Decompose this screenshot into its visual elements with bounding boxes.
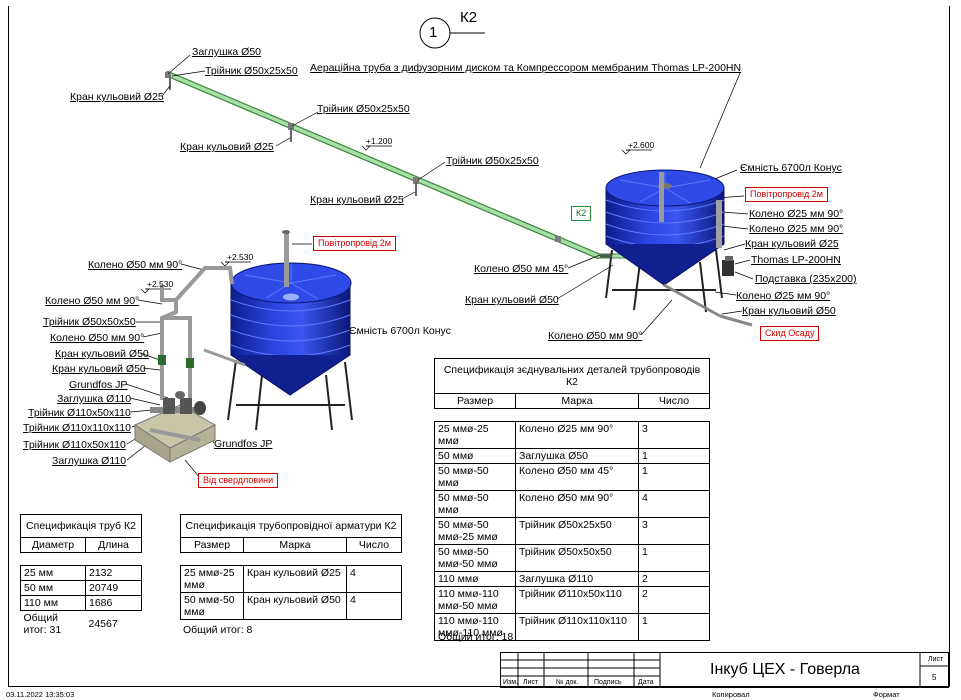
tb-col-izm: Изм.: [503, 679, 518, 686]
footer-timestamp: 03.11.2022 13:35:03: [6, 690, 75, 699]
elevation-left-pipe: +2.530: [147, 279, 174, 289]
label-triynyk-50-1: Трійник Ø50x25x50: [205, 65, 298, 77]
label-triynyk-50-2: Трійник Ø50x25x50: [317, 103, 410, 115]
view-name: К2: [460, 9, 478, 26]
pipe-tag-k2: К2: [571, 206, 592, 221]
label-tank-left: Ємність 6700л Конус: [349, 325, 451, 337]
label-kran-50-mid: Кран кульовий Ø50: [465, 294, 559, 306]
label-triynyk-110-50-2: Трійник Ø110x50x110: [23, 439, 126, 451]
label-koleno-25-2: Колено Ø25 мм 90°: [749, 223, 844, 235]
project-title: Інкуб ЦЕХ - Говерла: [710, 661, 860, 678]
label-grundfos-1: Grundfos JP: [69, 379, 128, 391]
spec-valves-table: Спецификація трубопровідної арматури К2 …: [180, 514, 402, 620]
elevation-pipe: +1.200: [366, 136, 393, 146]
label-kran-25-1: Кран кульовий Ø25: [70, 91, 164, 103]
spec-valves-title: Спецификація трубопровідної арматури К2: [180, 514, 402, 538]
col-header: Число: [638, 393, 710, 409]
tb-col-sign: Подпись: [594, 679, 622, 686]
label-koleno-50-90-left: Колено Ø50 мм 90°: [45, 295, 140, 307]
label-kran-25-2: Кран кульовий Ø25: [180, 141, 274, 153]
label-zaglushka-110-2: Заглушка Ø110: [52, 455, 127, 467]
elevation-tank-left: +2.530: [227, 252, 254, 262]
title-block: Изм. Лист № док. Подпись Дата Інкуб ЦЕХ …: [500, 652, 949, 688]
label-kran-50-l2: Кран кульовий Ø50: [52, 363, 146, 375]
sheet-label: Лист: [928, 656, 944, 663]
note-air-left: Повітропровід 2м: [313, 236, 396, 251]
label-kran-50-l1: Кран кульовий Ø50: [55, 348, 149, 360]
spec-pipes-title: Спецификація труб К2: [20, 514, 142, 538]
label-thomas: Thomas LP-200HN: [751, 254, 841, 266]
label-koleno-50-45: Колено Ø50 мм 45°: [474, 263, 569, 275]
label-triynyk-110-110: Трійник Ø110x110x110: [23, 422, 131, 434]
label-koleno-50-90-top: Колено Ø50 мм 90°: [88, 259, 183, 271]
tb-col-date: Дата: [638, 679, 654, 686]
label-koleno-50-90-left2: Колено Ø50 мм 90°: [50, 332, 145, 344]
sheet-frame: [8, 6, 950, 687]
title-block-grid: [500, 652, 949, 688]
label-triynyk-110-50-1: Трійник Ø110x50x110: [28, 407, 131, 419]
spec-fittings-table: Спецификація зєднувальних деталей трубоп…: [434, 358, 710, 641]
left-piping: [133, 266, 234, 463]
label-zaglushka-110-1: Заглушка Ø110: [57, 393, 132, 405]
footer-format: Формат: [873, 690, 900, 699]
label-pidstavka: Подставка (235x200): [755, 273, 857, 285]
label-tank-right: Ємність 6700л Конус: [740, 162, 842, 174]
label-grundfos-2: Grundfos JP: [214, 438, 273, 450]
tank-right: [600, 169, 753, 327]
view-marker: [419, 17, 485, 49]
drawing-title: Аераційна труба з дифузорним диском та К…: [310, 62, 742, 74]
label-triynyk-50-3: Трійник Ø50x25x50: [446, 155, 539, 167]
label-triynyk-505050: Трійник Ø50x50x50: [43, 316, 136, 328]
note-well: Від свердловини: [198, 473, 279, 488]
elevation-tank-right: +2.600: [628, 140, 655, 150]
spec-fittings-total: Общий итог: 18: [438, 631, 514, 643]
elevation-markers: [140, 145, 652, 294]
tank-left: [203, 230, 353, 431]
label-koleno-25-1: Колено Ø25 мм 90°: [749, 208, 844, 220]
sheet-number: 5: [932, 673, 937, 682]
spec-pipes-table: Спецификація труб К2 Диаметр Длина 25 мм…: [20, 514, 142, 637]
tb-col-list: Лист: [523, 679, 539, 686]
col-header: Размер: [180, 537, 244, 553]
label-zaglushka-50: Заглушка Ø50: [192, 46, 262, 58]
col-header: Марка: [243, 537, 347, 553]
note-air-right: Повітропровід 2м: [745, 187, 828, 202]
tb-col-doc: № док.: [556, 679, 579, 686]
label-koleno-50-90-mid: Колено Ø50 мм 90°: [548, 330, 643, 342]
label-kran-25-3: Кран кульовий Ø25: [310, 194, 404, 206]
footer-copied: Копировал: [712, 690, 750, 699]
view-number: 1: [429, 24, 438, 41]
spec-fittings-title: Спецификація зєднувальних деталей трубоп…: [434, 358, 710, 394]
label-kran-25-4: Кран кульовий Ø25: [745, 238, 839, 250]
spec-valves-total: Общий итог: 8: [183, 624, 253, 636]
label-koleno-25-3: Колено Ø25 мм 90°: [736, 290, 831, 302]
label-kran-50-right: Кран кульовий Ø50: [742, 305, 836, 317]
note-drain: Скид Осаду: [760, 326, 820, 341]
